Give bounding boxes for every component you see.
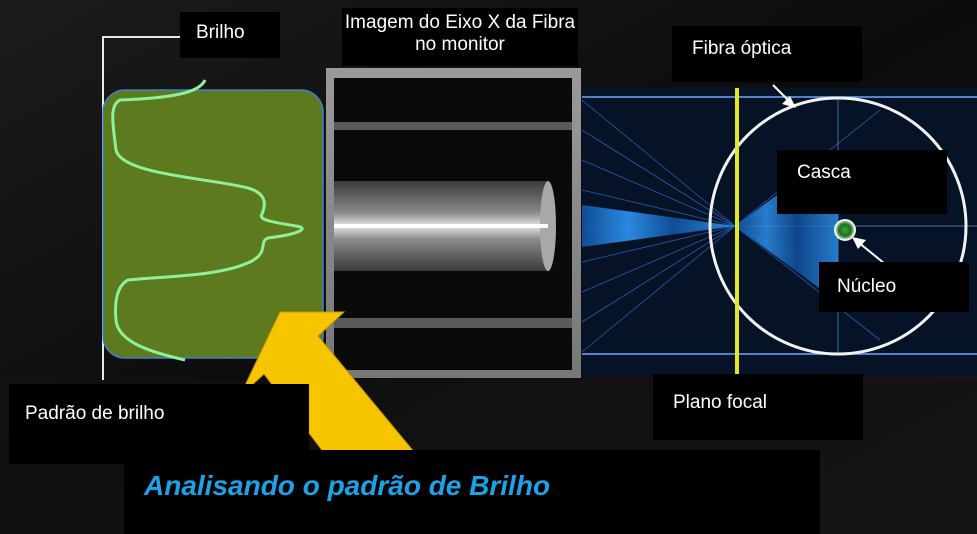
optical-fiber-label: Fibra óptica: [672, 26, 862, 82]
cladding-label-text: Casca: [797, 162, 851, 183]
brightness-panel-bg: [102, 89, 324, 359]
core-pointer-arrowhead: [852, 237, 866, 249]
brightness-pattern-label-text: Padrão de brilho: [25, 403, 165, 424]
fiber-core-line: [334, 224, 548, 228]
fiber-image-bottom-edge: [334, 318, 572, 328]
caption-box: Analisando o padrão de Brilho: [124, 450, 820, 534]
optical-fiber-label-text: Fibra óptica: [692, 38, 792, 59]
fiber-image-panel: [326, 68, 581, 378]
cladding-pointer-arrowhead: [782, 96, 796, 108]
core-label: Núcleo: [819, 262, 969, 312]
caption-text: Analisando o padrão de Brilho: [144, 470, 551, 501]
fiber-image-title-text: Imagem do Eixo X da Fibra no monitor: [344, 12, 576, 55]
optical-fiber-panel: [581, 84, 977, 376]
fiber-image-top-edge: [334, 122, 572, 130]
focal-plane-label: Plano focal: [653, 374, 863, 440]
core-circle: [834, 219, 856, 241]
cladding-circle: [708, 96, 968, 356]
cladding-label: Casca: [777, 150, 947, 214]
fiber-image-title: Imagem do Eixo X da Fibra no monitor: [342, 8, 578, 66]
core-label-text: Núcleo: [837, 276, 897, 297]
brightness-panel: [102, 79, 324, 362]
brightness-label-text: Brilho: [196, 22, 245, 43]
brightness-curve: [111, 79, 304, 362]
focal-plane-label-text: Plano focal: [673, 392, 768, 413]
brightness-label: Brilho: [180, 12, 280, 58]
fiber-beam-left: [582, 205, 735, 247]
